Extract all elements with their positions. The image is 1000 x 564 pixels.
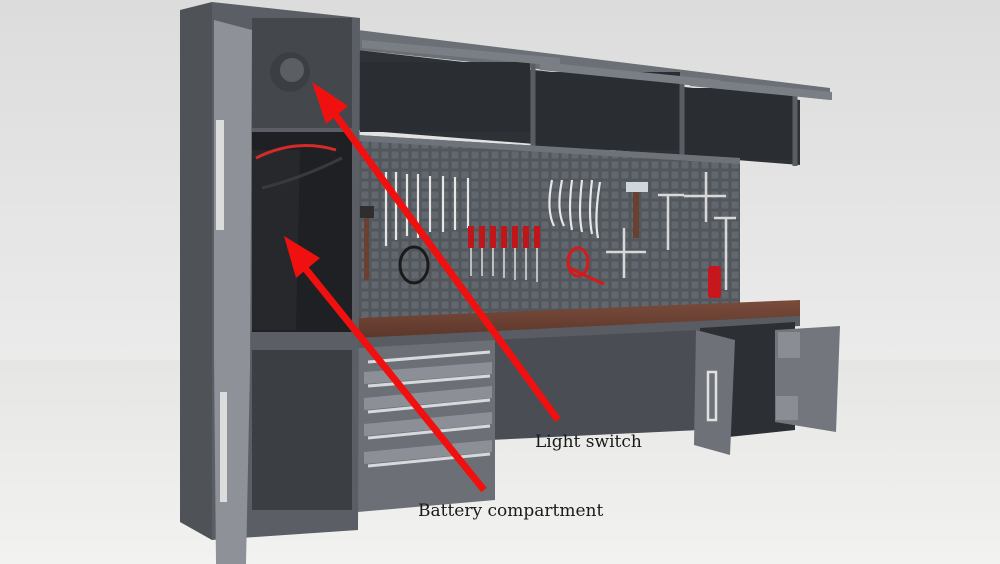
arrow-battery-compartment	[284, 236, 487, 493]
light-switch-button	[270, 52, 310, 92]
offset-wrench-set	[548, 179, 602, 239]
battery-compartment-label: Battery compartment	[418, 501, 604, 521]
workbench-top	[355, 300, 800, 350]
right-base-cabinet	[694, 322, 840, 455]
spray-can	[708, 266, 721, 298]
arrow-light-switch	[312, 82, 561, 423]
t-handle-tools	[606, 172, 736, 290]
cable-coil-black	[398, 245, 430, 285]
bench-back-panel	[490, 330, 700, 440]
screwdriver-set	[468, 226, 540, 282]
light-switch-label: Light switch	[535, 432, 642, 452]
tall-cabinet	[180, 2, 360, 564]
hammer	[626, 182, 648, 238]
upper-cabinets	[358, 30, 832, 166]
drawer-unit	[358, 340, 495, 512]
cable-coil-red	[566, 246, 605, 286]
hammer-left	[360, 206, 374, 280]
